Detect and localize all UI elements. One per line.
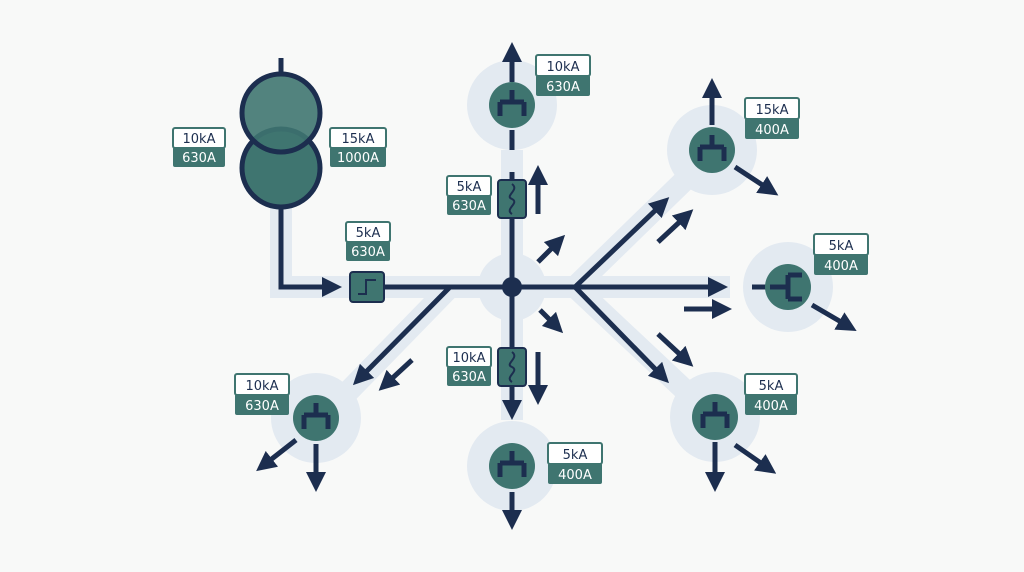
feeder-node-top-right[interactable] <box>689 127 735 173</box>
current-rating: 630A <box>452 370 486 385</box>
rating-label-fuse-top: 5kA 630A <box>446 175 492 215</box>
rating-label-fuse-bottom: 10kA 630A <box>446 346 492 386</box>
sc-rating: 15kA <box>756 103 789 118</box>
rating-label-feeder-right: 5kA 400A <box>813 233 869 275</box>
current-rating: 630A <box>182 151 216 166</box>
rating-label-feeder-bottom: 5kA 400A <box>547 442 603 484</box>
sc-rating: 15kA <box>342 132 375 147</box>
sc-rating: 5kA <box>457 180 482 195</box>
current-rating: 630A <box>351 245 385 260</box>
rating-label-feeder-top: 10kA 630A <box>535 54 591 96</box>
current-rating: 1000A <box>337 151 379 166</box>
sc-rating: 5kA <box>563 448 588 463</box>
current-rating: 630A <box>546 80 580 95</box>
transformer[interactable] <box>239 58 323 210</box>
feeder-node-right[interactable] <box>765 264 811 310</box>
current-rating: 400A <box>558 468 592 483</box>
rating-label-transformer-primary: 10kA 630A <box>172 127 226 167</box>
sc-rating: 5kA <box>829 239 854 254</box>
feeder-nodes <box>293 82 811 489</box>
rating-label-main-breaker: 5kA 630A <box>345 221 391 261</box>
current-rating: 400A <box>824 259 858 274</box>
fuse-top[interactable] <box>497 179 527 219</box>
rating-label-feeder-bottom-right: 5kA 400A <box>744 373 798 415</box>
current-rating: 630A <box>245 399 279 414</box>
rating-label-transformer-secondary: 15kA 1000A <box>329 127 387 167</box>
feeder-node-top[interactable] <box>489 82 535 128</box>
sc-rating: 10kA <box>547 60 580 75</box>
sc-rating: 10kA <box>246 379 279 394</box>
current-rating: 400A <box>755 123 789 138</box>
bus-junction <box>502 277 522 297</box>
fuse-bottom[interactable] <box>497 347 527 387</box>
feeder-node-bottom-right[interactable] <box>692 394 738 440</box>
current-rating: 400A <box>754 399 788 414</box>
sc-rating: 5kA <box>759 379 784 394</box>
feeder-node-bottom-left[interactable] <box>293 395 339 441</box>
sc-rating: 5kA <box>356 226 381 241</box>
rating-label-feeder-top-right: 15kA 400A <box>744 97 800 139</box>
main-breaker[interactable] <box>349 271 385 303</box>
sc-rating: 10kA <box>183 132 216 147</box>
rating-label-feeder-bottom-left: 10kA 630A <box>234 373 290 415</box>
current-rating: 630A <box>452 199 486 214</box>
feeder-node-bottom[interactable] <box>489 443 535 489</box>
sc-rating: 10kA <box>453 351 486 366</box>
